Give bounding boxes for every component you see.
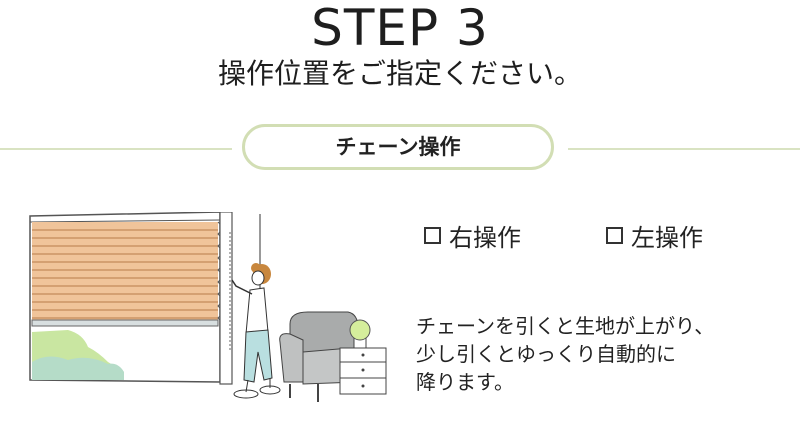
description-line-2: 少し引くとゆっくり自動的に [416,342,676,366]
chain-operation-illustration [29,212,387,402]
step-title: STEP 3 [311,0,489,57]
description-line-3: 降ります。 [416,370,514,394]
left-operation-label: 左操作 [631,223,703,252]
side-table-image [339,319,387,395]
pleated-blind-image [31,221,225,327]
operation-description: チェーンを引くと生地が上がり、 少し引くとゆっくり自動的に 降ります。 [416,312,796,396]
right-operation-checkbox[interactable] [424,226,441,244]
left-operation-checkbox[interactable] [606,226,623,244]
page-subtitle: 操作位置をご指定ください。 [217,57,582,90]
foliage-image [32,330,124,380]
right-operation-label: 右操作 [449,223,521,252]
divider-right [568,148,800,150]
divider-left [0,148,232,150]
option-right-operation[interactable]: 右操作 [424,218,521,252]
section-label-chain-operation: チェーン操作 [242,124,554,170]
description-line-1: チェーンを引くと生地が上がり、 [416,314,715,338]
option-left-operation[interactable]: 左操作 [606,218,703,252]
person-image [231,263,281,399]
